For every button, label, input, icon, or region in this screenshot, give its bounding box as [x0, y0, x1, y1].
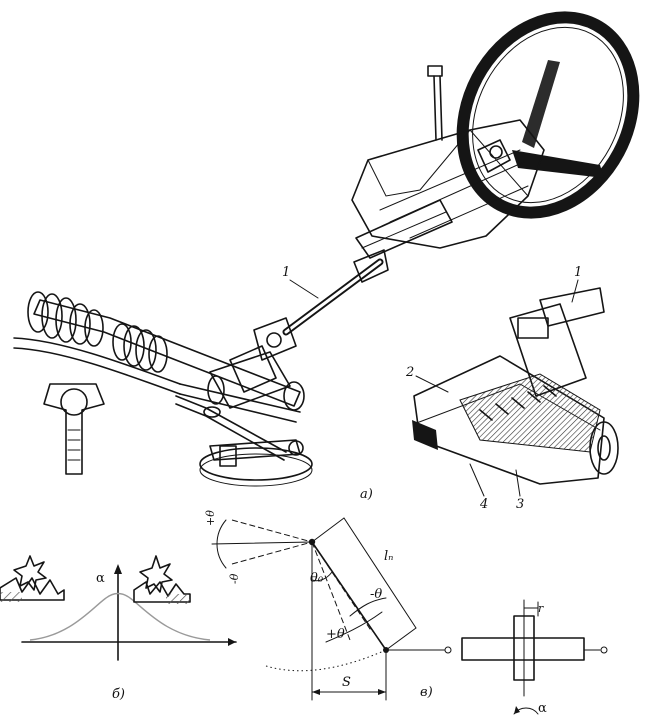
steering-knuckle-arm [199, 439, 313, 487]
theta-minus-arc [349, 597, 387, 617]
steering-shaft [282, 249, 389, 336]
callout-3: 3 [516, 497, 524, 512]
theta-plus-arc-label: +θ [326, 627, 345, 642]
subfigure-label-a: а) [360, 487, 373, 502]
length-dimension [343, 517, 417, 629]
alpha-label: α [538, 701, 547, 716]
fan-arc [216, 519, 227, 569]
travel-label: S [342, 675, 351, 690]
column-stalk [427, 65, 443, 141]
callout-2: 2 [405, 365, 414, 380]
steering-assembly-drawing [13, 11, 640, 487]
gear-right-detail [133, 555, 191, 604]
fan-line-center [211, 541, 313, 545]
theta-minus-arc-label: -θ [370, 587, 382, 602]
graph-b [0, 555, 237, 661]
pinion-housing [207, 351, 305, 411]
rack-bar [461, 637, 585, 661]
theta-plus-label: +θ [204, 510, 217, 526]
graph-b-y-symbol: α [96, 571, 105, 586]
right-bellows [112, 323, 168, 373]
geometry-v [211, 517, 608, 715]
graph-b-y-arrow [114, 564, 122, 574]
left-bellows [27, 291, 104, 347]
graph-b-x-arrow [228, 638, 236, 646]
subfigure-label-v: в) [420, 685, 433, 700]
arm-dash-2 [311, 541, 373, 633]
theta-minus-label: -θ [228, 573, 241, 584]
gear-left-detail [0, 555, 65, 602]
swing-arc [265, 649, 387, 672]
column-housing [351, 119, 545, 259]
fan-line-minus [231, 541, 313, 565]
ball-joint-detail [43, 383, 105, 475]
theta-plus-arc [325, 611, 383, 643]
callout-1-top: 1 [282, 265, 290, 280]
fan-line-plus [231, 519, 313, 543]
rack-pinion-cutaway [412, 287, 619, 485]
callout-4: 4 [479, 497, 488, 512]
universal-joint [229, 317, 297, 393]
length-label: lₙ [384, 549, 393, 564]
theta-zero-arc [311, 571, 333, 582]
steering-wheel [456, 11, 640, 219]
graph-b-bell-curve [29, 592, 211, 641]
rack-housing [13, 299, 301, 423]
theta-zero-label: θ₀ [310, 571, 324, 586]
callout-1-right: 1 [574, 265, 582, 280]
subfigure-label-b: б) [112, 687, 125, 702]
tie-rod [175, 395, 287, 461]
offset-label: r [538, 602, 544, 615]
